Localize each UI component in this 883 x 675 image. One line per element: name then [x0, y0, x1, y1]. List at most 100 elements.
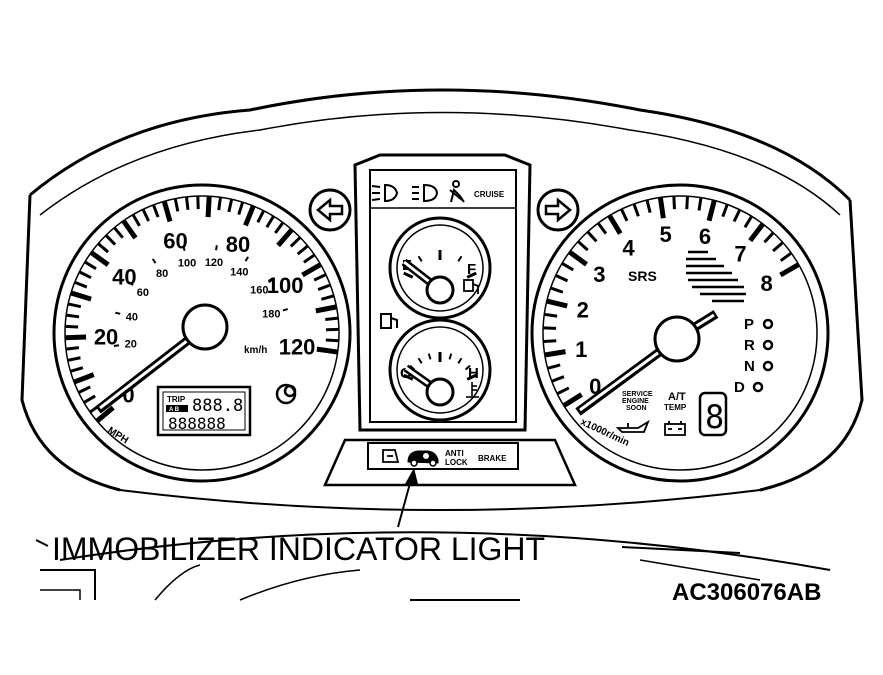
right-turn-arrow-icon: [536, 188, 580, 232]
kmh-tick-label: 80: [156, 268, 168, 280]
speedometer-tick: [276, 227, 294, 248]
tachometer-tick: [607, 214, 623, 235]
center-panel: [353, 153, 532, 432]
kmh-tick-mark: [268, 278, 274, 284]
coolant-temp-icon: [466, 382, 479, 398]
speedometer-tick: [274, 221, 285, 234]
speedometer-tick: [95, 405, 115, 423]
gauge-tick: [466, 373, 477, 381]
tachometer-tick: [721, 203, 729, 218]
gauge-tick: [403, 271, 414, 279]
speedometer-tick: [121, 219, 138, 240]
kmh-tick-label: 140: [230, 266, 248, 278]
tachometer-tick: [551, 375, 565, 383]
kmh-tick-label: 40: [126, 312, 138, 324]
speedometer-tick: [65, 313, 80, 319]
gear-digit: 8: [705, 398, 724, 436]
immobilizer-key-car-icon: [407, 450, 439, 467]
speedometer-tick: [104, 234, 117, 246]
speedometer-tick: [77, 385, 91, 394]
speedometer-tick: [74, 280, 88, 289]
fuel-gauge: E F: [388, 216, 492, 320]
speedometer-tick: [173, 198, 180, 212]
speedometer-tick: [97, 242, 110, 254]
tachometer-tick: [577, 240, 589, 252]
service-label-line1: SERVICE: [622, 391, 653, 398]
trip-label: TRIP: [167, 395, 186, 404]
mph-tick-label: 40: [112, 265, 136, 290]
tachometer-tick: [543, 339, 557, 344]
speedometer-tick: [296, 244, 309, 256]
tachometer-tick: [706, 199, 717, 222]
tachometer-tick-label: 5: [660, 222, 672, 247]
temperature-gauge: C H: [388, 318, 492, 422]
tachometer-tick-label: 4: [622, 235, 635, 260]
speedometer-tick: [265, 215, 275, 229]
gauge-tick: [403, 373, 414, 381]
callout-label: IMMOBILIZER INDICATOR LIGHT: [52, 531, 545, 567]
left-turn-arrow-icon: [308, 188, 352, 232]
fuel-warning-icon: [380, 313, 398, 329]
fog-light-icon: [371, 183, 399, 203]
gear-label: D: [734, 379, 745, 396]
tachometer-tick-label: 8: [760, 271, 772, 296]
gauge-tick: [457, 357, 463, 364]
fuel-needle-hub: [425, 275, 455, 305]
speedometer-tick: [325, 316, 339, 321]
gear-indicator-lamp: [762, 339, 774, 351]
at-temp-label-line2: TEMP: [664, 403, 687, 412]
tachometer-tick: [550, 286, 564, 294]
anti-lock-label-line2: LOCK: [445, 458, 468, 467]
fuel-pump-icon: [463, 279, 479, 294]
service-label-line3: SOON: [626, 405, 647, 412]
mph-tick-label: 80: [226, 232, 250, 257]
kmh-tick-label: 100: [178, 258, 196, 270]
speedometer-tick: [67, 302, 82, 309]
gauge-tick: [448, 353, 453, 360]
speedometer-tick: [301, 262, 322, 278]
odometer-display: TRIP A B 888.8 888888: [156, 385, 252, 437]
kmh-tick-mark: [115, 311, 121, 315]
speedometer-tick: [65, 346, 80, 351]
tachometer-tick-label: 1: [575, 337, 587, 362]
tachometer-tick: [586, 230, 598, 243]
tachometer-tick-label: 7: [734, 241, 746, 266]
gear-label: P: [744, 316, 754, 333]
kmh-tick-mark: [282, 308, 288, 312]
speedometer-tick: [243, 205, 256, 227]
speedometer-tick: [256, 209, 266, 223]
tachometer-tick: [645, 199, 652, 214]
speedometer-tick: [84, 260, 97, 270]
kmh-tick-mark: [151, 258, 157, 264]
kmh-tick-label: 160: [250, 284, 268, 296]
door-ajar-icon: [382, 449, 400, 463]
kmh-tick-label: 180: [262, 309, 280, 321]
gear-label: R: [744, 337, 755, 354]
speedometer-tick: [78, 270, 92, 280]
fuel-full-label: F: [467, 261, 476, 278]
speedometer-needle-hub: [181, 303, 229, 351]
speedometer-tick: [67, 356, 81, 362]
trip-sub-label: A B: [169, 407, 180, 413]
tachometer-tick: [732, 209, 742, 223]
callout-arrowhead: [405, 468, 418, 484]
speedometer-tick: [317, 283, 331, 291]
speedometer-tick: [131, 213, 141, 227]
temp-hot-label: H: [468, 365, 479, 382]
mph-tick-label: 120: [279, 334, 316, 359]
odometer-reset-knob-icon: [275, 383, 297, 405]
headlight-icon: [412, 183, 439, 203]
trip-digits: 888.8: [192, 396, 243, 416]
srs-label: SRS: [628, 268, 657, 284]
figure-id: AC306076AB: [672, 579, 821, 606]
speedometer-tick: [315, 304, 337, 314]
speedometer-tick: [83, 394, 96, 404]
speedometer-tick: [70, 366, 84, 373]
temp-cold-label: C: [400, 365, 411, 382]
speedometer-tick: [289, 236, 302, 248]
tachometer-tick: [748, 222, 765, 243]
speedometer-tick: [320, 294, 335, 301]
speedometer-tick: [185, 196, 190, 210]
speedometer-tick: [217, 197, 222, 211]
